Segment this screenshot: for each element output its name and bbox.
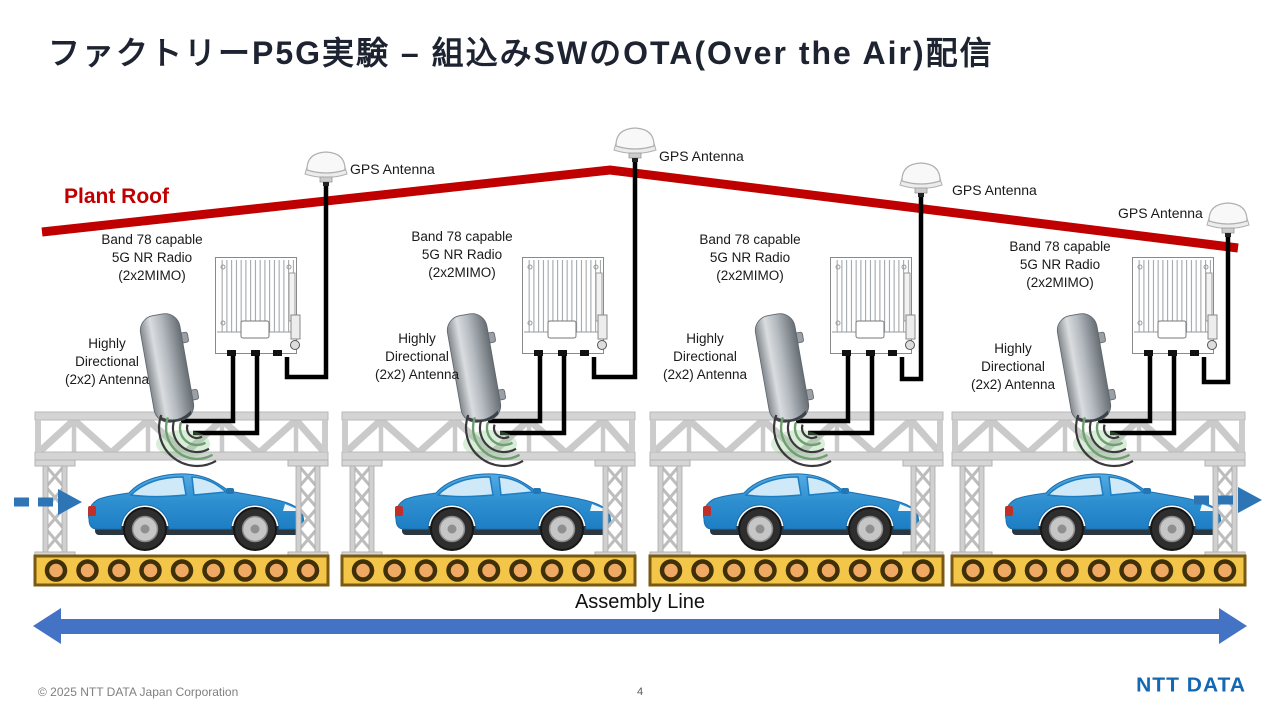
radio-unit-label: Band 78 capable 5G NR Radio (2x2MIMO) (101, 232, 203, 284)
directional-antenna-label: Highly Directional (2x2) Antenna (64, 336, 150, 388)
ntt-data-logo: NTT DATA (1136, 674, 1246, 697)
copyright-text: © 2025 NTT DATA Japan Corporation (38, 685, 239, 699)
directional-antenna-label: Highly Directional (2x2) Antenna (970, 341, 1056, 393)
gps-antenna-icon (1206, 202, 1250, 238)
directional-antenna-label: Highly Directional (2x2) Antenna (662, 331, 748, 383)
plant-roof-line (41, 165, 1239, 253)
station-group (342, 258, 635, 586)
gps-antenna-icon (899, 162, 943, 198)
flow-in-arrow-icon (14, 489, 82, 515)
assembly-line-arrow (33, 608, 1247, 644)
station-group (650, 258, 943, 586)
gps-antenna-label: GPS Antenna (952, 182, 1037, 198)
radio-unit-label: Band 78 capable 5G NR Radio (2x2MIMO) (699, 232, 801, 284)
radio-unit-label: Band 78 capable 5G NR Radio (2x2MIMO) (1009, 239, 1111, 291)
gps-cables (284, 148, 1231, 385)
assembly-line-label: Assembly Line (574, 591, 706, 613)
gps-antenna-icon (304, 151, 348, 187)
slide-title: ファクトリーP5G実験 – 組込みSWのOTA(Over the Air)配信 (48, 35, 994, 71)
gps-antenna-label: GPS Antenna (350, 161, 435, 177)
plant-roof-label: Plant Roof (64, 185, 169, 208)
station-group (952, 258, 1245, 586)
directional-antenna-label: Highly Directional (2x2) Antenna (374, 331, 460, 383)
gps-antenna-label: GPS Antenna (659, 148, 744, 164)
flow-out-arrow-icon (1194, 487, 1262, 513)
radio-unit-label: Band 78 capable 5G NR Radio (2x2MIMO) (411, 229, 513, 281)
gps-antenna-label: GPS Antenna (1118, 205, 1203, 221)
gps-antenna-icon (613, 127, 657, 163)
page-number: 4 (636, 686, 644, 698)
station-group (35, 258, 328, 586)
